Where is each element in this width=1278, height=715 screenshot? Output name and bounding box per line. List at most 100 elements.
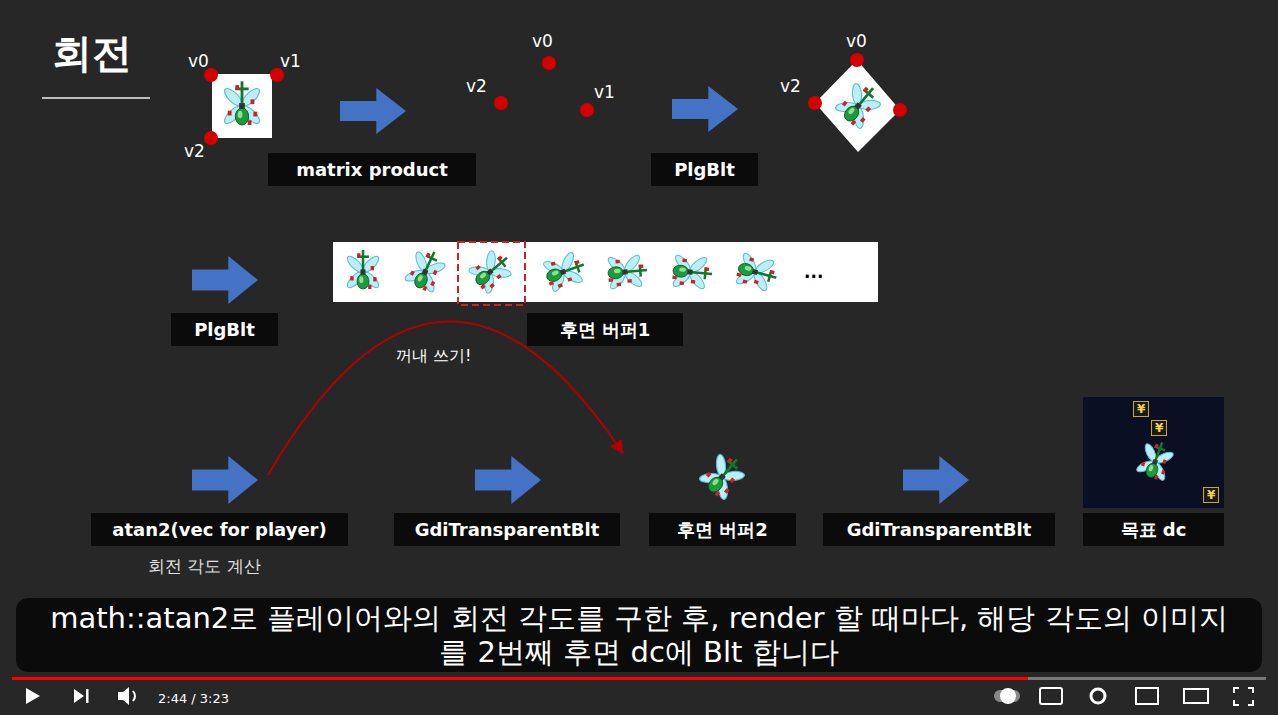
box-label: 후면 버퍼2 bbox=[677, 519, 768, 541]
red-part bbox=[410, 270, 415, 275]
sprite-icon bbox=[540, 247, 590, 295]
hull-shine bbox=[1148, 465, 1154, 472]
text-label: v0 bbox=[188, 51, 209, 71]
red-part bbox=[627, 279, 632, 283]
hull-shine bbox=[744, 265, 752, 271]
text-label: ¥ bbox=[1133, 398, 1149, 417]
subtitles-icon bbox=[1040, 688, 1062, 704]
text-label: v0 bbox=[846, 31, 867, 51]
red-part bbox=[228, 111, 232, 116]
sprite-frame bbox=[212, 74, 272, 138]
text-label: 회전 각도 계산 bbox=[148, 555, 261, 578]
red-part bbox=[251, 99, 255, 104]
core bbox=[360, 269, 365, 274]
fullscreen-icon bbox=[1234, 688, 1253, 705]
red-part bbox=[615, 260, 620, 264]
text-label: ... bbox=[804, 262, 823, 282]
process-box: GdiTransparentBlt bbox=[394, 513, 620, 546]
slide-title: 회전 bbox=[52, 26, 132, 81]
red-part bbox=[371, 266, 374, 270]
box-label: 목표 dc bbox=[1121, 519, 1187, 541]
hull-shine bbox=[359, 276, 363, 283]
sprite-icon bbox=[222, 81, 262, 126]
miniplayer-icon bbox=[1136, 688, 1158, 704]
red-part bbox=[754, 280, 759, 284]
red-part bbox=[1154, 475, 1158, 480]
sprite-icon bbox=[733, 250, 781, 295]
core bbox=[718, 473, 726, 481]
text-label: ¥ bbox=[1203, 484, 1219, 503]
text-label: v1 bbox=[594, 82, 615, 102]
hull bbox=[737, 262, 755, 277]
sprite-icon bbox=[695, 447, 752, 504]
red-part bbox=[770, 270, 775, 274]
flow-arrow bbox=[192, 256, 258, 304]
text-label: ... bbox=[804, 262, 823, 282]
next-icon bbox=[74, 689, 84, 703]
text-label: v0 bbox=[188, 51, 209, 71]
red-part bbox=[567, 277, 572, 282]
red-part bbox=[248, 120, 252, 125]
process-box: PlgBlt bbox=[651, 153, 758, 186]
red-part bbox=[680, 281, 685, 285]
vertex-dot bbox=[542, 56, 556, 70]
core bbox=[560, 269, 567, 276]
box-label: 후면 버퍼1 bbox=[560, 319, 651, 341]
red-part bbox=[368, 285, 371, 289]
red-part bbox=[727, 458, 733, 464]
sprite-icon bbox=[345, 250, 381, 290]
red-part bbox=[729, 477, 735, 483]
box-label: GdiTransparentBlt bbox=[415, 519, 600, 541]
red-part bbox=[549, 281, 554, 286]
process-box: 후면 버퍼2 bbox=[649, 513, 796, 546]
text-label: v1 bbox=[594, 82, 615, 102]
sprite-strip bbox=[333, 242, 878, 302]
flow-arrow bbox=[475, 456, 541, 504]
process-box: atan2(vec for player) bbox=[91, 513, 348, 546]
text-label: v0 bbox=[532, 31, 553, 51]
red-part bbox=[639, 264, 644, 268]
hull bbox=[1144, 462, 1159, 479]
sprite-icon bbox=[605, 252, 648, 291]
hull-shine bbox=[614, 269, 621, 274]
red-part bbox=[430, 281, 435, 286]
text-label: 꺼내 쓰기! bbox=[396, 346, 472, 367]
vertex-dot bbox=[204, 131, 218, 145]
hull-shine bbox=[711, 478, 719, 486]
currency-icon: ¥ bbox=[1151, 420, 1167, 436]
box-label: PlgBlt bbox=[194, 319, 255, 341]
red-part bbox=[842, 101, 848, 107]
text-label: v0 bbox=[846, 31, 867, 51]
text-label: v2 bbox=[466, 76, 487, 96]
red-part bbox=[357, 253, 360, 257]
process-box: 후면 버퍼1 bbox=[527, 313, 683, 346]
theater-icon bbox=[1184, 689, 1208, 703]
text-label: v1 bbox=[280, 51, 301, 71]
red-part bbox=[749, 257, 754, 261]
red-part bbox=[426, 253, 431, 258]
currency-icon: ¥ bbox=[1133, 401, 1149, 417]
hull bbox=[235, 108, 248, 125]
red-part bbox=[860, 117, 866, 123]
autoplay-knob bbox=[1000, 688, 1016, 704]
text-label: v0 bbox=[532, 31, 553, 51]
hull bbox=[545, 267, 563, 283]
red-part bbox=[433, 270, 438, 275]
red-part bbox=[617, 283, 622, 287]
core bbox=[687, 269, 693, 275]
sprite-frame-rotated bbox=[815, 60, 900, 152]
vertex-dot bbox=[808, 96, 822, 110]
red-part bbox=[742, 279, 747, 283]
text-label: v2 bbox=[184, 141, 205, 161]
red-part bbox=[235, 85, 239, 90]
slide-title: 회전 bbox=[52, 26, 132, 81]
red-part bbox=[1141, 462, 1145, 467]
box-label: matrix product bbox=[296, 159, 448, 181]
progress-rest bbox=[1028, 677, 1266, 680]
subtitle-text: math::atan2로 플레이어와의 회전 각도를 구한 후, render … bbox=[36, 601, 1242, 669]
text-label: v2 bbox=[466, 76, 487, 96]
red-part bbox=[863, 87, 869, 93]
core bbox=[1152, 459, 1158, 465]
vertex-dot bbox=[580, 103, 594, 117]
text-label: 2:44 / 3:23 bbox=[158, 688, 229, 707]
